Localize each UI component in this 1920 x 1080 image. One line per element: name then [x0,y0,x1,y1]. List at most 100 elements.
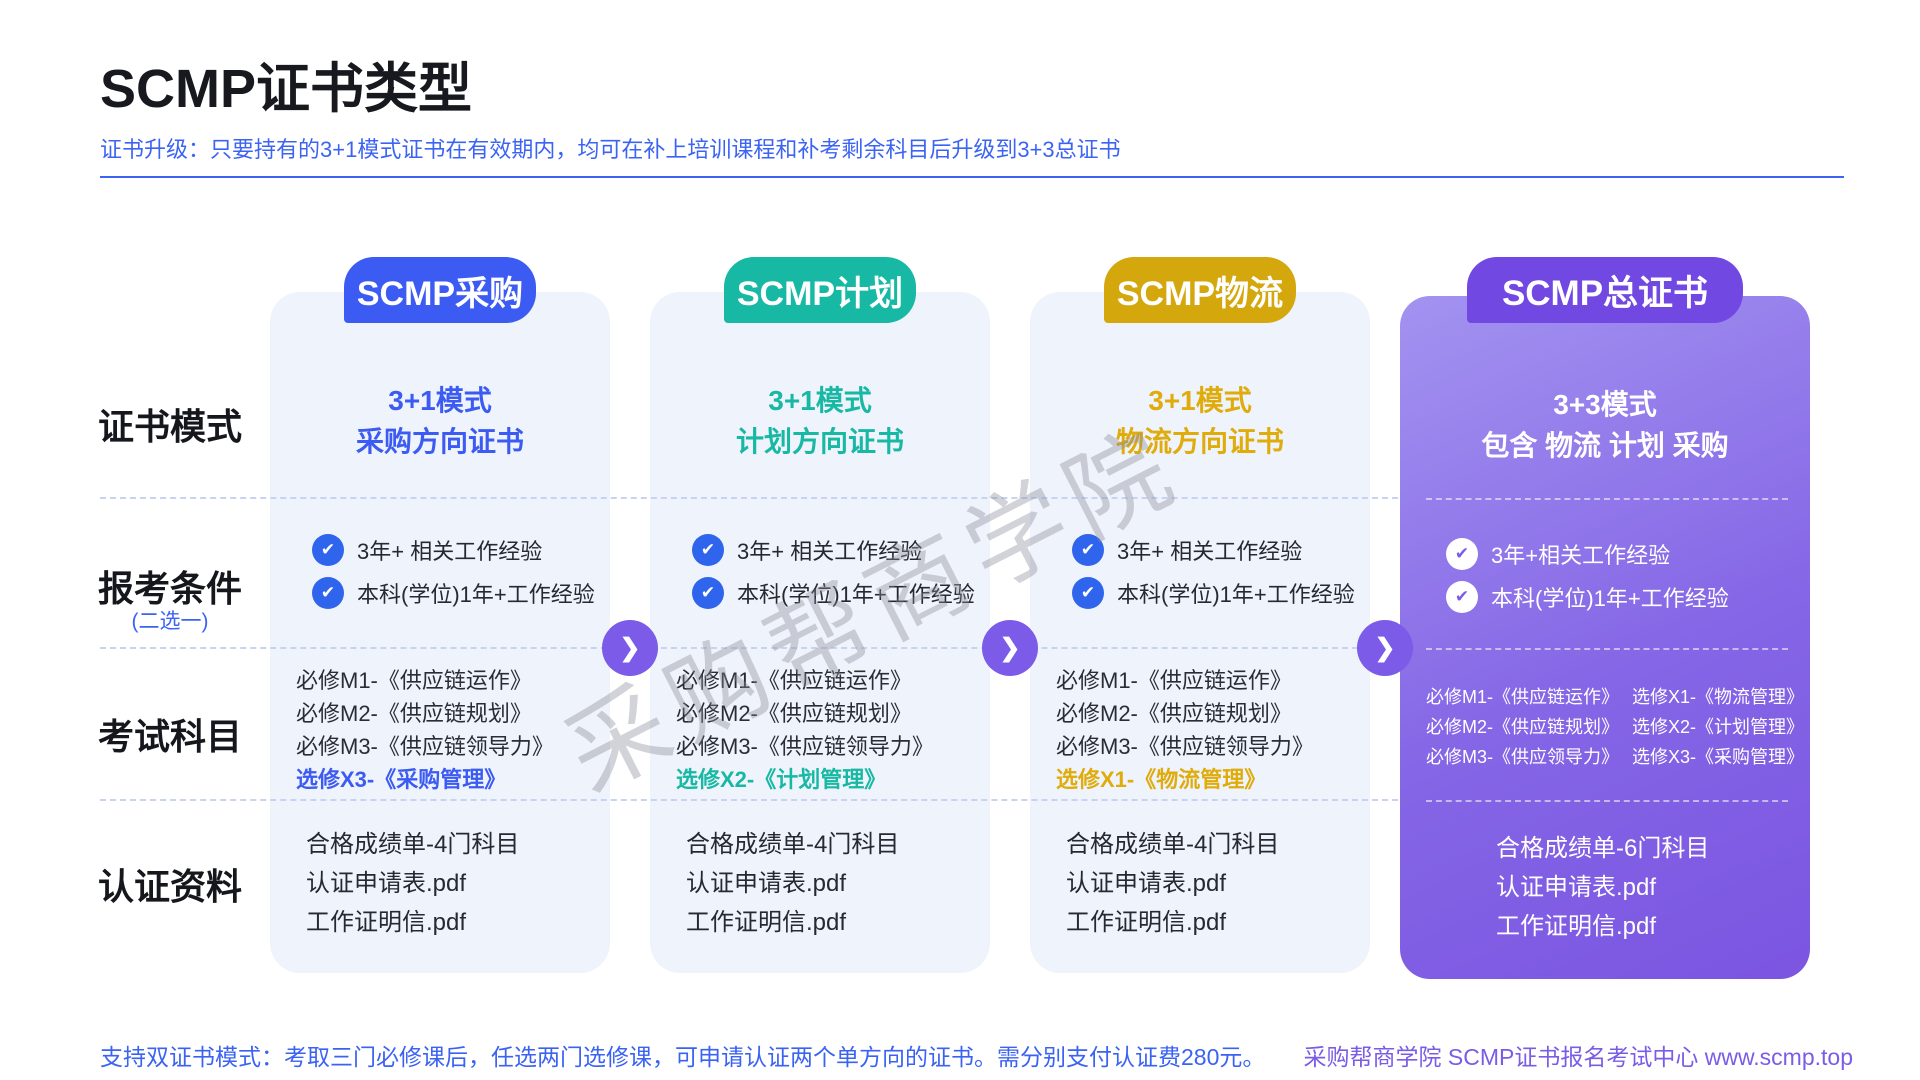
material-item: 工作证明信.pdf [686,909,847,936]
elective-subject: 选修X2-《计划管理》 [676,767,887,792]
certificate-card-total: 3+3模式包含 物流 计划 采购✔3年+相关工作经验✔本科(学位)1年+工作经验… [1400,296,1810,979]
row-separator [1426,648,1788,650]
footer-brand: 采购帮商学院 SCMP证书报名考试中心 www.scmp.top [1303,1044,1854,1070]
next-arrow-icon: ❯ [602,620,658,676]
material-item: 认证申请表.pdf [1496,874,1657,901]
condition-item: ✔ 3年+ 相关工作经验 [270,534,610,566]
required-subject: 必修M3-《供应链领导力》 [1056,734,1314,759]
material-item: 工作证明信.pdf [306,909,467,936]
condition-item: ✔本科(学位)1年+工作经验 [270,577,610,609]
mode-line: 3+1模式 [388,385,492,416]
row-label-certificate-mode: 证书模式 [97,406,242,447]
certificate-mode-text: 3+3模式包含 物流 计划 采购 [1400,384,1810,466]
condition-text: 本科(学位)1年+工作经验 [737,582,975,607]
material-item: 认证申请表.pdf [306,870,467,897]
header-divider [100,176,1844,178]
material-item: 认证申请表.pdf [1066,870,1227,897]
next-arrow-icon: ❯ [1357,620,1413,676]
required-subject: 必修M1-《供应链运作》 [296,668,532,693]
elective-subject: 选修X3-《采购管理》 [1632,747,1805,767]
conditions-list: ✔3年+相关工作经验✔本科(学位)1年+工作经验 [1400,538,1810,624]
condition-text: 3年+ 相关工作经验 [737,539,923,564]
condition-text: 3年+ 相关工作经验 [357,539,543,564]
mode-line: 物流方向证书 [1115,426,1284,457]
condition-item: ✔ 本科(学位)1年+工作经验 [1030,577,1370,609]
check-icon: ✔ [1072,577,1104,609]
required-subject: 必修M3-《供应领导力》 [1426,747,1619,767]
required-subject: 必修M2-《供应链规划》 [676,701,912,726]
elective-subject: 选修X1-《物流管理》 [1056,767,1267,792]
subjects-list: 必修M1-《供应链运作》必修M2-《供应链规划》必修M3-《供应链领导力》选修X… [676,664,982,796]
condition-text: 本科(学位)1年+工作经验 [357,582,595,607]
row-separator [100,497,1398,499]
mode-line: 计划方向证书 [735,426,904,457]
page-subtitle: 证书升级：只要持有的3+1模式证书在有效期内，均可在补上培训课程和补考剩余科目后… [100,137,1121,162]
mode-line: 3+1模式 [1148,385,1252,416]
condition-item: ✔ 3年+ 相关工作经验 [1030,534,1370,566]
row-separator [1426,800,1788,802]
row-label-exam-subjects: 考试科目 [97,716,242,757]
column-badge-total: SCMP总证书 [1467,257,1743,323]
condition-text: 本科(学位)1年+工作经验 [1491,586,1729,611]
check-icon: ✔ [1446,581,1478,613]
subjects-list: 必修M1-《供应链运作》必修M2-《供应链规划》必修M3-《供应链领导力》选修X… [296,664,602,796]
condition-item: ✔ 本科(学位)1年+工作经验 [1400,581,1810,613]
condition-item: ✔3年+相关工作经验 [1400,538,1810,570]
certificate-card-purchasing: 3+1模式采购方向证书 ✔ 3年+ 相关工作经验 ✔本科(学位)1年+工作经验必修M1… [270,292,610,973]
required-subject: 必修M2-《供应链规划》 [1056,701,1292,726]
materials-list: 合格成绩单-4门科目认证申请表.pdf 工作证明信.pdf [306,825,519,942]
check-icon: ✔ [1072,534,1104,566]
subjects-list: 必修M1-《供应链运作》选修X1-《物流管理》必修M2-《供应链规划》选修X2-… [1426,682,1804,772]
material-item: 工作证明信.pdf [1496,913,1657,940]
condition-text: 本科(学位)1年+工作经验 [1117,582,1355,607]
check-icon: ✔ [1446,538,1478,570]
column-badge-logistics: SCMP物流 [1104,257,1296,323]
material-item: 合格成绩单-4门科目 [306,831,520,858]
condition-item: ✔ 3年+ 相关工作经验 [650,534,990,566]
mode-line: 采购方向证书 [355,426,524,457]
row-label-application-conditions: 报考条件 [97,568,242,609]
check-icon: ✔ [312,534,344,566]
required-subject: 必修M1-《供应链运作》 [1056,668,1292,693]
required-subject: 必修M3-《供应链领导力》 [296,734,554,759]
elective-subject: 选修X3-《采购管理》 [296,767,507,792]
conditions-list: ✔ 3年+ 相关工作经验 ✔本科(学位)1年+工作经验 [270,534,610,620]
check-icon: ✔ [692,534,724,566]
subject-pair: 必修M1-《供应链运作》选修X1-《物流管理》 [1426,682,1804,712]
row-separator [100,799,1398,801]
elective-subject: 选修X2-《计划管理》 [1632,717,1805,737]
certificate-mode-text: 3+1模式物流方向证书 [1030,380,1370,462]
subjects-list: 必修M1-《供应链运作》必修M2-《供应链规划》必修M3-《供应链领导力》选修X… [1056,664,1362,796]
row-label-conditions-note: (二选一) [131,610,209,633]
conditions-list: ✔ 3年+ 相关工作经验 ✔ 本科(学位)1年+工作经验 [650,534,990,620]
material-item: 认证申请表.pdf [686,870,847,897]
subject-pair: 必修M2-《供应链规划》选修X2-《计划管理》 [1426,712,1804,742]
certificate-card-planning: 3+1模式计划方向证书 ✔ 3年+ 相关工作经验 ✔ 本科(学位)1年+工作经验必修M1… [650,292,990,973]
footer-note: 支持双证书模式：考取三门必修课后，任选两门选修课，可申请认证两个单方向的证书。需… [100,1044,1266,1070]
condition-item: ✔ 本科(学位)1年+工作经验 [650,577,990,609]
material-item: 合格成绩单-4门科目 [686,831,900,858]
condition-text: 3年+ 相关工作经验 [1117,539,1303,564]
row-separator [100,647,1398,649]
subject-pair: 必修M3-《供应领导力》选修X3-《采购管理》 [1426,742,1804,772]
column-badge-planning: SCMP计划 [724,257,916,323]
required-subject: 必修M3-《供应链领导力》 [676,734,934,759]
row-separator [1426,498,1788,500]
material-item: 工作证明信.pdf [1066,909,1227,936]
check-icon: ✔ [692,577,724,609]
column-badge-purchasing: SCMP采购 [344,257,536,323]
mode-line: 3+1模式 [768,385,872,416]
elective-subject: 选修X1-《物流管理》 [1632,687,1805,707]
certificate-mode-text: 3+1模式计划方向证书 [650,380,990,462]
mode-line: 3+3模式 [1553,389,1657,420]
required-subject: 必修M1-《供应链运作》 [1426,687,1619,707]
next-arrow-icon: ❯ [982,620,1038,676]
required-subject: 必修M2-《供应链规划》 [296,701,532,726]
required-subject: 必修M2-《供应链规划》 [1426,717,1619,737]
required-subject: 必修M1-《供应链运作》 [676,668,912,693]
conditions-list: ✔ 3年+ 相关工作经验 ✔ 本科(学位)1年+工作经验 [1030,534,1370,620]
certificate-mode-text: 3+1模式采购方向证书 [270,380,610,462]
